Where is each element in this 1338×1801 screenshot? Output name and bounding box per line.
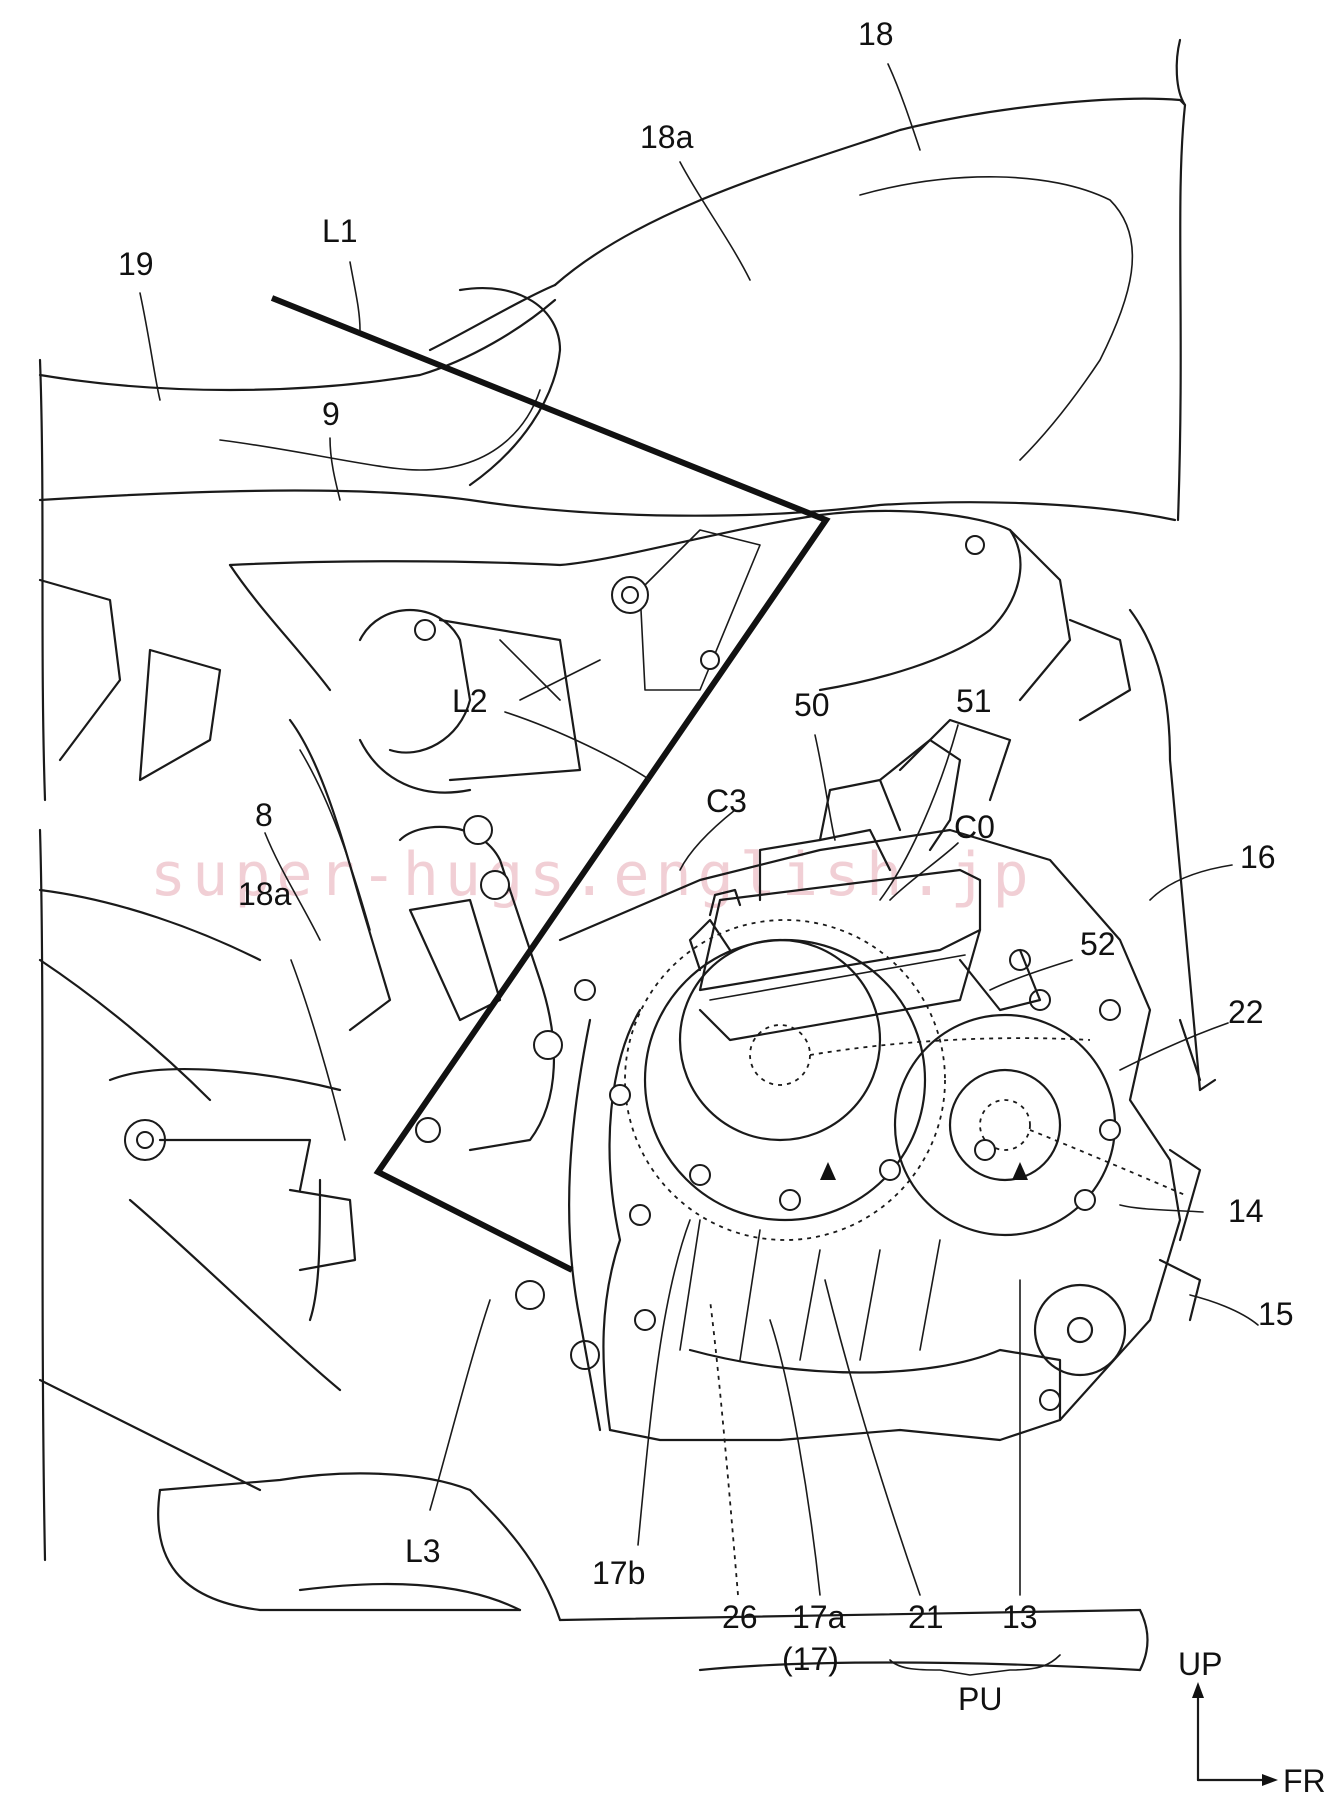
label-22: 22 bbox=[1228, 994, 1264, 1030]
cover-inner bbox=[678, 938, 882, 1142]
label-14: 14 bbox=[1228, 1193, 1264, 1229]
label-L3: L3 bbox=[405, 1533, 441, 1569]
label-18a-top: 18a bbox=[640, 119, 694, 155]
oil-filter bbox=[1033, 1283, 1127, 1377]
seat-frame bbox=[38, 287, 1177, 1562]
engine-covers bbox=[624, 919, 1186, 1377]
label-17: (17) bbox=[782, 1641, 839, 1677]
label-52: 52 bbox=[1080, 926, 1116, 962]
label-17b: 17b bbox=[592, 1555, 645, 1591]
line-L bbox=[270, 295, 831, 1273]
label-21: 21 bbox=[908, 1599, 944, 1635]
label-16: 16 bbox=[1240, 839, 1276, 875]
label-C0: C0 bbox=[954, 809, 995, 845]
label-FR: FR bbox=[1283, 1763, 1326, 1799]
frame-plate bbox=[228, 509, 1022, 692]
frame-bolt bbox=[700, 650, 720, 670]
swingarm-area bbox=[38, 888, 357, 1492]
label-18: 18 bbox=[858, 16, 894, 52]
label-18a-left: 18a bbox=[238, 876, 292, 912]
label-51: 51 bbox=[956, 683, 992, 719]
front-frame bbox=[1008, 528, 1217, 1322]
footrest-bracket bbox=[288, 718, 600, 1370]
leader-lines bbox=[139, 63, 1259, 1676]
label-UP: UP bbox=[1178, 1646, 1222, 1682]
rear-left-parts bbox=[38, 578, 601, 794]
label-PU: PU bbox=[958, 1681, 1002, 1717]
label-8: 8 bbox=[255, 797, 273, 833]
label-17a: 17a bbox=[792, 1599, 846, 1635]
crankcase bbox=[558, 828, 1182, 1442]
label-13: 13 bbox=[1002, 1599, 1038, 1635]
shift-actuator bbox=[688, 718, 1042, 1042]
exhaust-pipe bbox=[157, 1472, 1149, 1672]
cover-dashed bbox=[624, 919, 946, 1241]
label-C3: C3 bbox=[706, 783, 747, 819]
label-L1: L1 bbox=[322, 213, 358, 249]
label-19: 19 bbox=[118, 246, 154, 282]
reference-labels: 18 18a 19 L1 9 L2 50 51 C3 C0 16 8 18a 5… bbox=[118, 16, 1326, 1799]
crankcase-bolts bbox=[574, 949, 1121, 1411]
label-50: 50 bbox=[794, 687, 830, 723]
direction-arrows bbox=[1192, 1682, 1278, 1786]
label-26: 26 bbox=[722, 1599, 758, 1635]
label-15: 15 bbox=[1258, 1296, 1294, 1332]
frame-bolt bbox=[965, 535, 985, 555]
fuel-tank bbox=[428, 38, 1187, 522]
label-9: 9 bbox=[322, 396, 340, 432]
label-L2: L2 bbox=[452, 683, 488, 719]
